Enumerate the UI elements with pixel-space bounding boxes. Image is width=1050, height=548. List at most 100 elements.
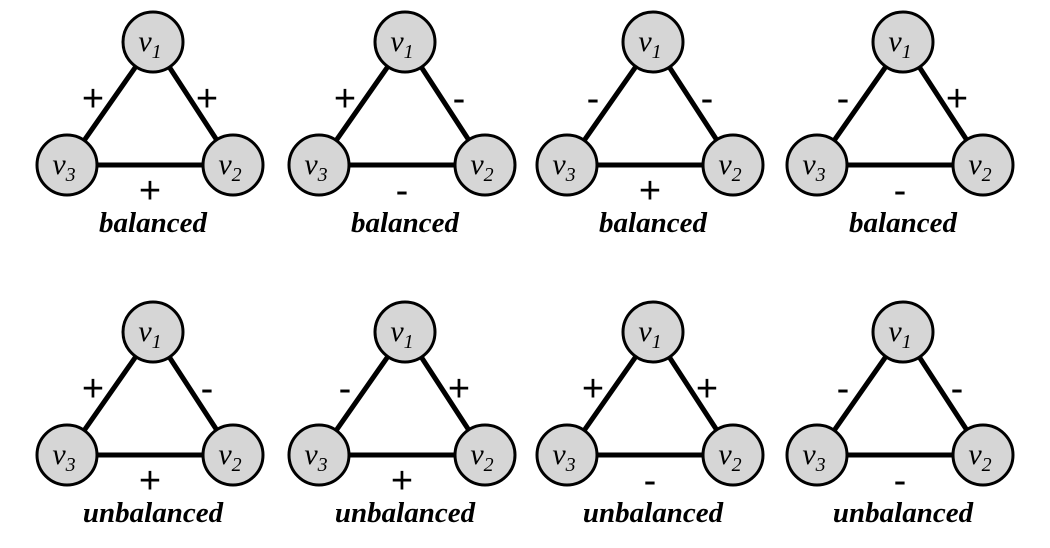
node-label-subscript: 3 — [565, 454, 576, 476]
edge-sign-left: + — [82, 78, 104, 120]
node-label: v3 — [552, 438, 575, 476]
node-label: v2 — [968, 438, 991, 476]
node-right: v2 — [201, 133, 265, 197]
node-label-base: v — [470, 148, 484, 181]
node-label-subscript: 1 — [152, 331, 162, 353]
node-label-subscript: 2 — [732, 454, 742, 476]
node-circle — [785, 133, 849, 197]
node-label-base: v — [218, 148, 232, 181]
node-label-base: v — [888, 315, 902, 348]
node-label: v2 — [718, 438, 741, 476]
node-circle — [621, 10, 685, 74]
node-label-subscript: 3 — [317, 164, 328, 186]
node-label-base: v — [52, 148, 66, 181]
node-label: v3 — [52, 148, 75, 186]
node-circle — [373, 10, 437, 74]
node-label: v2 — [470, 438, 493, 476]
node-label-base: v — [390, 25, 404, 58]
node-label-subscript: 2 — [484, 164, 494, 186]
node-label: v3 — [304, 438, 327, 476]
node-label: v3 — [802, 438, 825, 476]
node-top: v1 — [373, 300, 437, 364]
node-label: v1 — [138, 25, 161, 63]
node-right: v2 — [453, 133, 517, 197]
node-label: v1 — [638, 25, 661, 63]
node-circle — [535, 423, 599, 487]
edge-sign-right: + — [946, 78, 968, 120]
node-label: v2 — [968, 148, 991, 186]
edge-sign-bottom: - — [894, 460, 907, 502]
node-top: v1 — [621, 300, 685, 364]
node-label: v1 — [888, 25, 911, 63]
node-left: v3 — [785, 423, 849, 487]
edge-sign-bottom: + — [139, 460, 161, 502]
node-label-subscript: 2 — [232, 164, 242, 186]
node-circle — [701, 133, 765, 197]
node-right: v2 — [453, 423, 517, 487]
edge-sign-bottom: + — [391, 460, 413, 502]
node-right: v2 — [701, 423, 765, 487]
edge-sign-bottom: + — [139, 170, 161, 212]
edge-sign-right: + — [448, 368, 470, 410]
node-left: v3 — [535, 423, 599, 487]
node-label-subscript: 1 — [152, 41, 162, 63]
edge-sign-bottom: - — [396, 170, 409, 212]
diagram-caption: balanced — [599, 207, 707, 239]
node-label-base: v — [552, 148, 566, 181]
edge-sign-right: + — [696, 368, 718, 410]
node-label-subscript: 3 — [565, 164, 576, 186]
node-label: v3 — [802, 148, 825, 186]
node-top: v1 — [121, 300, 185, 364]
node-circle — [535, 133, 599, 197]
node-label-subscript: 2 — [732, 164, 742, 186]
node-label-subscript: 2 — [982, 454, 992, 476]
node-top: v1 — [373, 10, 437, 74]
node-circle — [453, 423, 517, 487]
node-label-base: v — [218, 438, 232, 471]
node-top: v1 — [121, 10, 185, 74]
node-label-subscript: 1 — [652, 41, 662, 63]
node-circle — [287, 423, 351, 487]
edge-sign-right: - — [951, 368, 964, 410]
edge-sign-right: - — [201, 368, 214, 410]
node-label: v2 — [718, 148, 741, 186]
diagram-caption: balanced — [849, 207, 957, 239]
edge-sign-bottom: - — [894, 170, 907, 212]
node-circle — [121, 300, 185, 364]
edge-sign-left: - — [587, 78, 600, 120]
node-top: v1 — [871, 10, 935, 74]
node-left: v3 — [35, 133, 99, 197]
node-label-subscript: 3 — [65, 164, 76, 186]
node-label-base: v — [638, 25, 652, 58]
node-label-base: v — [304, 438, 318, 471]
node-label-base: v — [470, 438, 484, 471]
node-label: v3 — [304, 148, 327, 186]
diagram-caption: unbalanced — [583, 497, 724, 529]
node-label-subscript: 2 — [484, 454, 494, 476]
node-label: v1 — [888, 315, 911, 353]
node-label-subscript: 1 — [902, 331, 912, 353]
node-label: v1 — [390, 315, 413, 353]
diagram-caption: balanced — [351, 207, 459, 239]
node-left: v3 — [535, 133, 599, 197]
edge-sign-right: + — [196, 78, 218, 120]
edge-sign-left: + — [582, 368, 604, 410]
node-label-base: v — [718, 438, 732, 471]
edge-sign-bottom: - — [644, 460, 657, 502]
node-label-base: v — [968, 438, 982, 471]
node-circle — [701, 423, 765, 487]
node-label-base: v — [638, 315, 652, 348]
node-label: v1 — [138, 315, 161, 353]
edge-sign-left: - — [339, 368, 352, 410]
node-label-base: v — [304, 148, 318, 181]
node-circle — [373, 300, 437, 364]
node-label-base: v — [52, 438, 66, 471]
node-left: v3 — [287, 423, 351, 487]
node-right: v2 — [201, 423, 265, 487]
edge-sign-right: - — [453, 78, 466, 120]
node-circle — [871, 300, 935, 364]
node-right: v2 — [951, 423, 1015, 487]
